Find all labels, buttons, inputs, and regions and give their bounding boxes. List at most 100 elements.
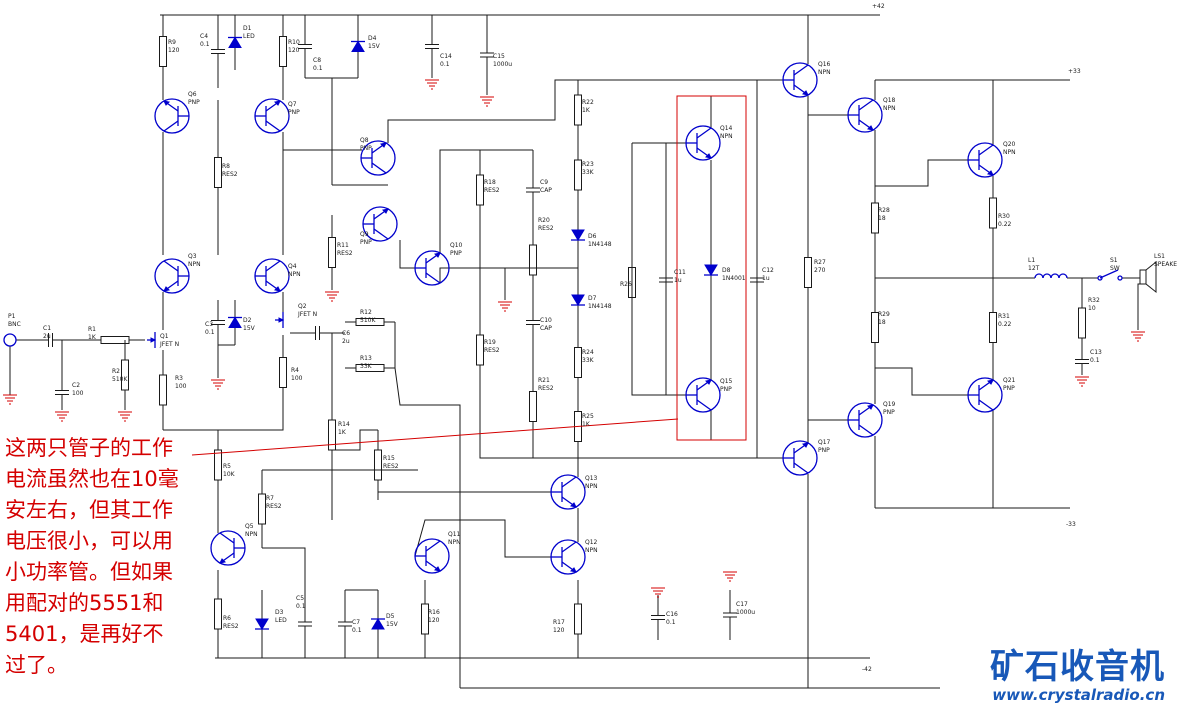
component-value: 0.1	[296, 603, 306, 610]
component-value: RES2	[484, 187, 500, 194]
ground-icon	[723, 571, 737, 582]
component-value: 18	[878, 319, 886, 326]
component-value: 12T	[1028, 265, 1040, 272]
transistor-q8	[360, 140, 396, 176]
component-value: PNP	[1003, 385, 1015, 392]
component-value: RES2	[223, 623, 239, 630]
component-ref: C4	[200, 33, 208, 40]
switch-contact-icon	[1097, 275, 1103, 281]
component-ref: Q2	[298, 303, 307, 310]
component-value: 0.1	[352, 627, 362, 634]
component-ref: R6	[223, 615, 231, 622]
resistor-r20	[529, 244, 537, 276]
transistor-q3	[154, 258, 190, 294]
component-value: RES2	[538, 385, 554, 392]
component-value: NPN	[818, 69, 831, 76]
component-value: BNC	[8, 321, 21, 328]
diode-d5	[371, 618, 385, 630]
component-value: RES2	[337, 250, 353, 257]
component-value: PNP	[288, 109, 300, 116]
transistor-q21	[967, 377, 1003, 413]
component-ref: C16	[666, 611, 678, 618]
component-ref: R18	[484, 179, 496, 186]
ground-icon	[118, 411, 132, 422]
component-value: PNP	[818, 447, 830, 454]
inductor-l1	[1034, 273, 1068, 279]
wire	[399, 240, 415, 269]
component-ref: Q6	[188, 91, 197, 98]
component-value: NPN	[585, 483, 598, 490]
component-value: RES2	[222, 171, 238, 178]
component-ref: C9	[540, 179, 548, 186]
component-ref: R12	[360, 309, 372, 316]
component-ref: R17	[553, 619, 565, 626]
component-value: 270	[814, 267, 826, 274]
jfet-q1	[147, 332, 157, 348]
component-value: 1u	[674, 277, 682, 284]
component-ref: C3	[205, 321, 213, 328]
component-value: 1N4001	[722, 275, 746, 282]
component-ref: Q11	[448, 531, 461, 538]
component-ref: C1	[43, 325, 51, 332]
resistor-r18	[476, 174, 484, 206]
component-ref: LS1	[1154, 253, 1165, 260]
transistor-q4	[254, 258, 290, 294]
wire	[875, 367, 968, 396]
site-url: www.crystalradio.cn	[992, 686, 1165, 704]
resistor-r23	[574, 159, 582, 191]
ground-icon	[480, 96, 494, 107]
component-ref: Q4	[288, 263, 297, 270]
component-value: 0.1	[200, 41, 210, 48]
component-ref: C8	[313, 57, 321, 64]
transistor-q18	[847, 97, 883, 133]
capacitor-c17	[723, 612, 737, 618]
component-value: 0.1	[205, 329, 215, 336]
component-value: 0.1	[1090, 357, 1100, 364]
capacitor-c5	[298, 621, 312, 627]
component-value: 120	[168, 47, 180, 54]
component-ref: D2	[243, 317, 252, 324]
component-ref: Q12	[585, 539, 598, 546]
resistor-r19	[476, 334, 484, 366]
resistor-r30	[989, 197, 997, 229]
resistor-r32	[1078, 307, 1086, 339]
component-ref: C14	[440, 53, 452, 60]
component-value: CAP	[540, 187, 552, 194]
resistor-r22	[574, 94, 582, 126]
component-value: 10K	[223, 471, 236, 478]
component-ref: R21	[538, 377, 550, 384]
transistor-q17	[782, 440, 818, 476]
rail-label-neg-main: -42	[862, 666, 872, 673]
ground-icon	[3, 394, 17, 405]
component-value: 0.1	[666, 619, 676, 626]
component-ref: R3	[175, 375, 183, 382]
resistor-r9	[159, 36, 167, 67]
component-ref: C12	[762, 267, 774, 274]
capacitor-c8	[298, 44, 312, 49]
resistor-r1	[100, 336, 130, 344]
capacitor-c9	[526, 187, 540, 193]
schematic-labels: +42-42+33-33R9120R10120C40.1D1LEDC80.1D4…	[8, 3, 1177, 673]
transistor-q14	[685, 125, 721, 161]
component-ref: D3	[275, 609, 284, 616]
component-ref: Q5	[245, 523, 254, 530]
wire	[875, 159, 968, 187]
component-ref: C7	[352, 619, 360, 626]
component-ref: R22	[582, 99, 594, 106]
component-value: 100	[175, 383, 187, 390]
wire	[439, 267, 578, 283]
component-value: NPN	[448, 539, 461, 546]
capacitor-c6	[315, 326, 320, 340]
component-value: 15V	[368, 43, 381, 50]
capacitor-c14	[425, 44, 439, 49]
annotation-leader	[191, 418, 679, 456]
diode-d4	[351, 40, 365, 52]
annotation-line: 过了。	[5, 653, 68, 677]
component-value: PNP	[720, 386, 732, 393]
component-value: 15V	[386, 621, 399, 628]
component-ref: R26	[620, 281, 632, 288]
wire	[377, 491, 555, 500]
diode-d8	[704, 264, 718, 276]
component-value: PNP	[360, 145, 372, 152]
resistor-r27	[804, 257, 812, 288]
